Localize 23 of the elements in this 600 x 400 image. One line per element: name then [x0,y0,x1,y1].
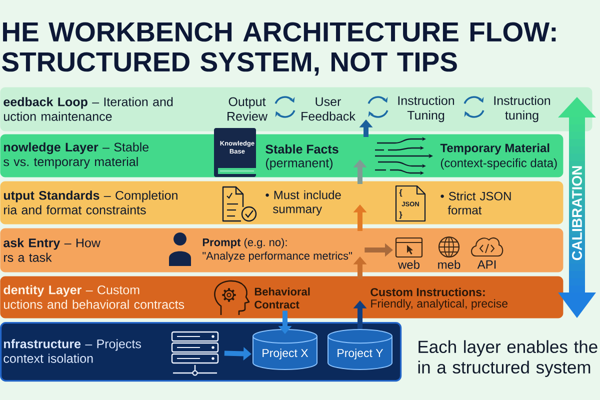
note-text: Each layer enables the in a structured system [418,340,598,378]
database-cylinder: Project Y [328,329,392,370]
step-label: Output Review [228,97,268,121]
prompt-text: Prompt (e.g. no): "Analyze performance metrics" [202,238,352,262]
item-heading: Custom Instructions: [370,288,485,296]
step-label: User Feedback [302,97,356,121]
database-cylinder: Project X [252,329,318,370]
item-heading: Stable Facts [266,144,338,154]
title: HE WORKBENCH ARCHITECTURE FLOW: STRUCTURED SYSTEM, NOT TIPS [2,22,556,76]
icon-caption: meb [438,260,460,269]
contract-label: Behavioral Contract [254,287,310,309]
bullet-text: • Strict JSON format [440,192,511,214]
item-note: (context-specific data) [440,158,557,170]
item-note: Friendly, analytical, precise [371,299,508,310]
server-icon [171,331,219,376]
step-label: Instruction tuning [494,96,550,122]
icon-caption: API [477,260,496,269]
icon-caption: web [398,260,420,269]
bullet-text: • Must include summary [266,190,341,216]
item-heading: Temporary Material [440,143,550,155]
arrow-label: CALIBRATION [572,166,582,260]
step-label: Instruction Tuning [398,96,454,122]
item-note: (permanent) [266,158,332,170]
